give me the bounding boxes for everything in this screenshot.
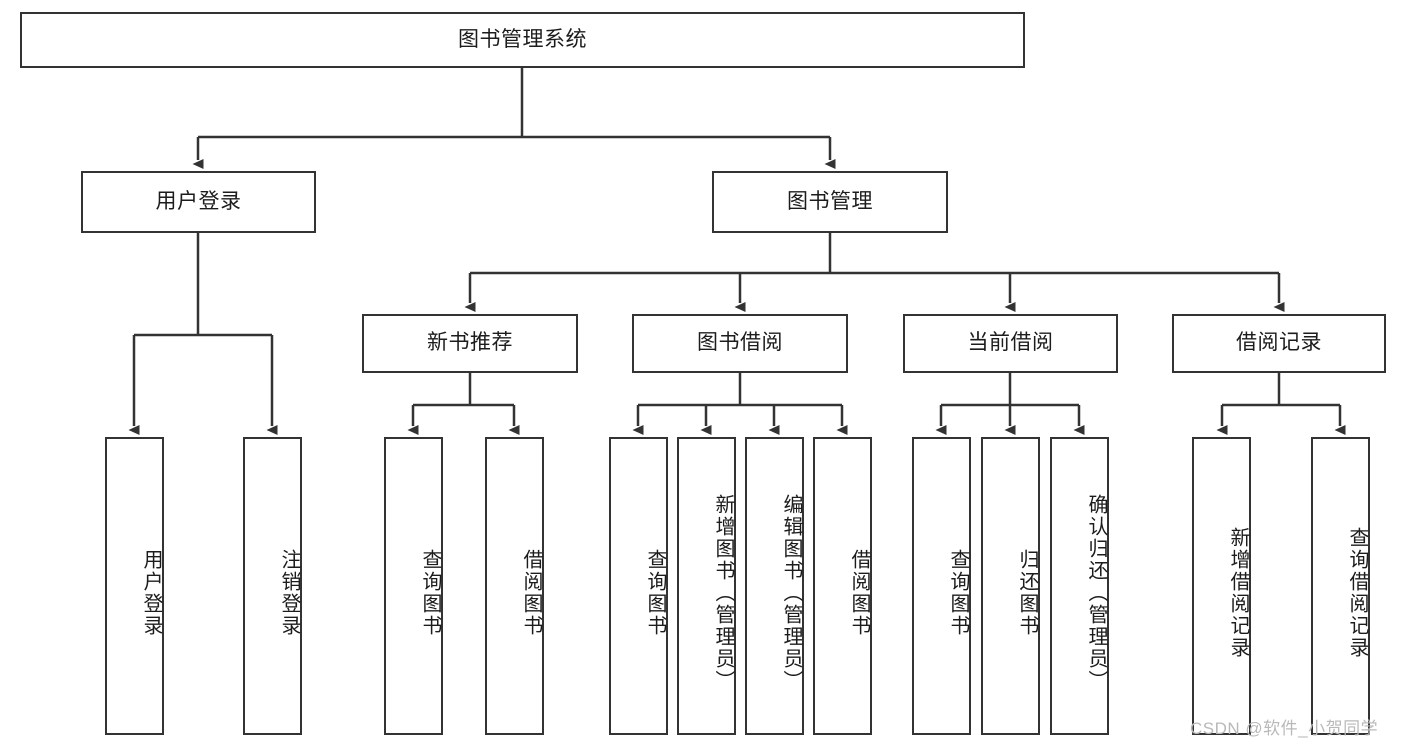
node-label: 图书借阅 bbox=[697, 331, 783, 355]
node-label: 归还图书 bbox=[1016, 549, 1038, 637]
leaf-confirm-return-admin[interactable]: 确认归还（管理员） bbox=[1050, 437, 1109, 735]
node-label: 查询图书 bbox=[419, 549, 441, 637]
node-book-management-module[interactable]: 图书管理 bbox=[712, 171, 948, 233]
node-label: 当前借阅 bbox=[967, 331, 1054, 355]
node-label: 新书推荐 bbox=[427, 331, 513, 355]
node-label: 借阅图书 bbox=[520, 549, 542, 637]
leaf-query-book-borrow[interactable]: 查询图书 bbox=[609, 437, 668, 735]
leaf-add-borrow-record[interactable]: 新增借阅记录 bbox=[1192, 437, 1251, 735]
node-label: 查询借阅记录 bbox=[1346, 527, 1368, 659]
node-label: 用户登录 bbox=[140, 549, 162, 637]
leaf-query-book-recommend[interactable]: 查询图书 bbox=[384, 437, 443, 735]
node-label: 借阅记录 bbox=[1236, 331, 1322, 355]
node-label: 图书管理系统 bbox=[458, 27, 587, 51]
node-label: 查询图书 bbox=[947, 549, 969, 637]
leaf-user-login[interactable]: 用户登录 bbox=[105, 437, 164, 735]
leaf-query-book-current[interactable]: 查询图书 bbox=[912, 437, 971, 735]
node-new-book-recommend[interactable]: 新书推荐 bbox=[362, 314, 578, 373]
leaf-borrow-book[interactable]: 借阅图书 bbox=[813, 437, 872, 735]
leaf-logout[interactable]: 注销登录 bbox=[243, 437, 302, 735]
node-root-system[interactable]: 图书管理系统 bbox=[20, 12, 1025, 68]
node-borrow-records[interactable]: 借阅记录 bbox=[1172, 314, 1386, 373]
leaf-return-book[interactable]: 归还图书 bbox=[981, 437, 1040, 735]
node-user-login-module[interactable]: 用户登录 bbox=[81, 171, 316, 233]
node-label: 用户登录 bbox=[155, 189, 242, 213]
node-label: 图书管理 bbox=[787, 189, 873, 213]
node-label: 新增借阅记录 bbox=[1227, 527, 1249, 659]
node-label: 确认归还（管理员） bbox=[1085, 494, 1107, 692]
leaf-borrow-book-recommend[interactable]: 借阅图书 bbox=[485, 437, 544, 735]
leaf-edit-book-admin[interactable]: 编辑图书（管理员） bbox=[745, 437, 804, 735]
node-label: 编辑图书（管理员） bbox=[780, 494, 802, 692]
node-label: 新增图书（管理员） bbox=[712, 494, 734, 692]
node-label: 注销登录 bbox=[278, 549, 300, 637]
node-label: 借阅图书 bbox=[848, 549, 870, 637]
node-label: 查询图书 bbox=[644, 549, 666, 637]
watermark-text: CSDN @软件_小贺同学 bbox=[1190, 719, 1379, 738]
leaf-add-book-admin[interactable]: 新增图书（管理员） bbox=[677, 437, 736, 735]
node-book-borrow[interactable]: 图书借阅 bbox=[632, 314, 848, 373]
leaf-query-borrow-record[interactable]: 查询借阅记录 bbox=[1311, 437, 1370, 735]
node-current-borrow[interactable]: 当前借阅 bbox=[903, 314, 1118, 373]
